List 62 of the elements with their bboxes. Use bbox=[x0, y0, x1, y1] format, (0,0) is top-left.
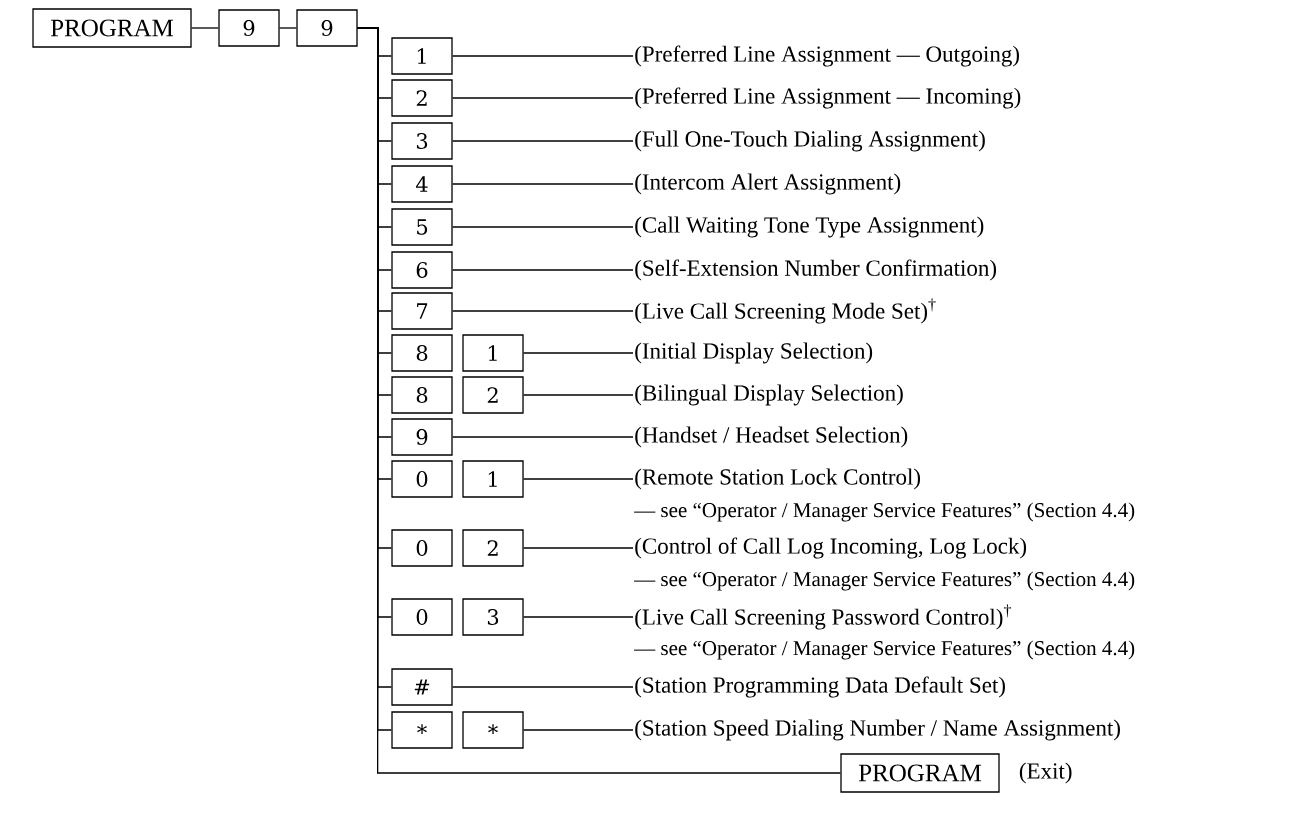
key-box: 0 bbox=[391, 460, 453, 498]
key-box: # bbox=[391, 668, 453, 706]
key-box: 1 bbox=[462, 460, 524, 498]
connector-line bbox=[191, 27, 219, 29]
key-box: 8 bbox=[391, 376, 453, 414]
description-text: (Station Speed Dialing Number / Name Assignment) bbox=[635, 719, 1120, 741]
key-box: 9 bbox=[218, 9, 280, 47]
key-box: 7 bbox=[391, 292, 453, 330]
connector-line bbox=[279, 27, 297, 29]
program-key-box: PROGRAM bbox=[840, 753, 1000, 793]
key-box: 1 bbox=[391, 37, 453, 75]
description-text: (Full One-Touch Dialing Assignment) bbox=[635, 130, 985, 152]
key-box: 2 bbox=[391, 79, 453, 117]
program-key-box: PROGRAM bbox=[32, 8, 192, 48]
connector-line bbox=[452, 436, 634, 438]
description-text: (Bilingual Display Selection) bbox=[635, 384, 903, 406]
key-box: ∗ bbox=[391, 711, 453, 749]
key-box: 9 bbox=[296, 9, 358, 47]
description-text: (Initial Display Selection) bbox=[635, 342, 873, 364]
connector-line bbox=[452, 183, 634, 185]
connector-line bbox=[452, 269, 634, 271]
note-text: (Exit) bbox=[1019, 762, 1072, 784]
key-box: 6 bbox=[391, 251, 453, 289]
description-text: (Call Waiting Tone Type Assignment) bbox=[635, 216, 984, 238]
description-text: (Intercom Alert Assignment) bbox=[635, 173, 901, 195]
connector-line bbox=[452, 686, 634, 688]
key-box: 3 bbox=[462, 598, 524, 636]
description-text: (Control of Call Log Incoming, Log Lock) bbox=[635, 537, 1027, 559]
key-box: 0 bbox=[391, 529, 453, 567]
connector-line bbox=[452, 140, 634, 142]
connector-line bbox=[523, 729, 634, 731]
key-box: 8 bbox=[391, 334, 453, 372]
connector-line bbox=[523, 616, 634, 618]
key-box: 4 bbox=[391, 165, 453, 203]
connector-line bbox=[452, 310, 634, 312]
description-text: (Self-Extension Number Confirmation) bbox=[635, 259, 997, 281]
connector-line bbox=[452, 55, 634, 57]
key-box: 9 bbox=[391, 418, 453, 456]
connector-line bbox=[452, 226, 634, 228]
connector-line bbox=[523, 547, 634, 549]
description-text: (Live Call Screening Password Control)$^{†}$ bbox=[635, 604, 1011, 630]
connector-line bbox=[357, 27, 841, 774]
description-text: (Station Programming Data Default Set) bbox=[635, 676, 1005, 698]
connector-line bbox=[523, 352, 634, 354]
key-box: 2 bbox=[462, 529, 524, 567]
connector-line bbox=[452, 97, 634, 99]
key-box: ∗ bbox=[462, 711, 524, 749]
description-text: (Remote Station Lock Control) bbox=[635, 468, 921, 490]
description-text: (Preferred Line Assignment — Incoming) bbox=[635, 87, 1021, 109]
connector-line bbox=[523, 394, 634, 396]
key-box: 3 bbox=[391, 122, 453, 160]
connector-line bbox=[523, 478, 634, 480]
description-text: (Preferred Line Assignment — Outgoing) bbox=[635, 45, 1019, 67]
note-text: — see “Operator / Manager Service Features” (Section 4.4) bbox=[634, 640, 1135, 660]
key-box: 0 bbox=[391, 598, 453, 636]
note-text: — see “Operator / Manager Service Features” (Section 4.4) bbox=[634, 502, 1135, 522]
key-box: 5 bbox=[391, 208, 453, 246]
note-text: — see “Operator / Manager Service Features” (Section 4.4) bbox=[634, 571, 1135, 591]
description-text: (Handset / Headset Selection) bbox=[635, 426, 908, 448]
key-box: 2 bbox=[462, 376, 524, 414]
description-text: (Live Call Screening Mode Set)$^{†}$ bbox=[635, 298, 936, 324]
key-box: 1 bbox=[462, 334, 524, 372]
